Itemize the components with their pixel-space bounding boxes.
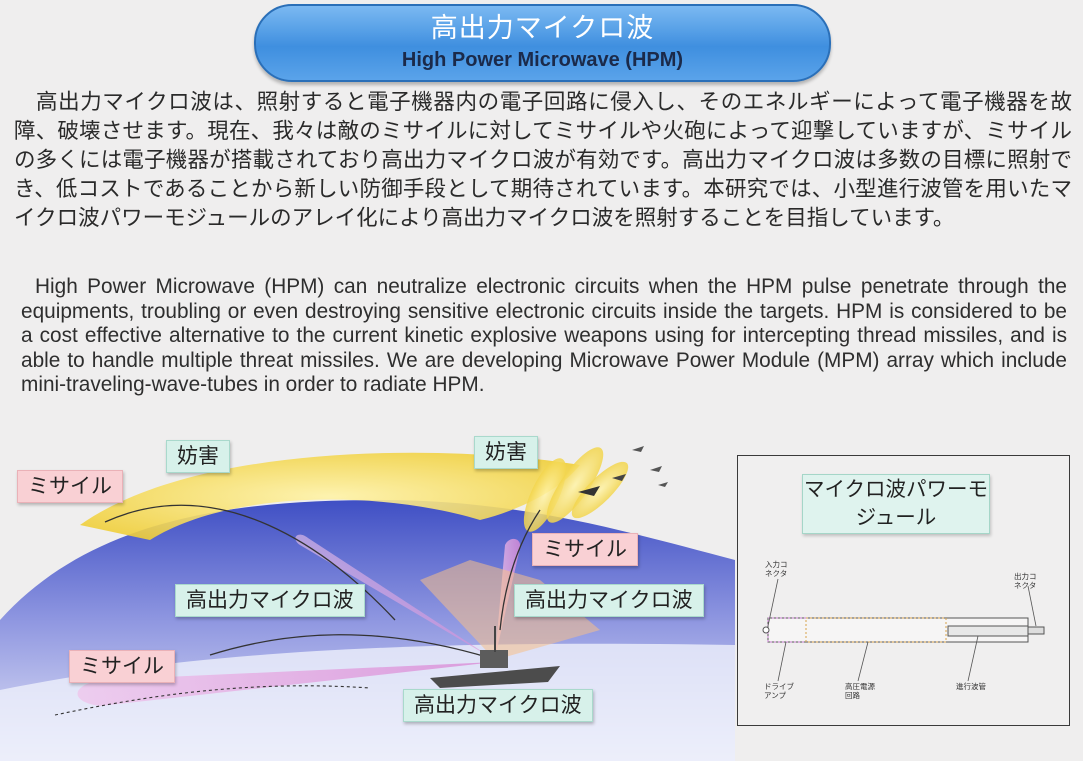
title-banner: 高出力マイクロ波 High Power Microwave (HPM) [254,4,831,82]
orange-beam-fan [420,560,600,660]
aircraft-5 [658,482,668,487]
twt-block [947,625,1029,637]
label-missile-1: ミサイル [17,470,123,503]
leader-twt [967,635,979,682]
label-hpm-2: 高出力マイクロ波 [514,584,704,617]
leader-hv [857,641,869,682]
aircraft-2 [612,474,626,481]
yellow-beam-2 [546,447,604,523]
label-hpm-3: 高出力マイクロ波 [403,689,593,722]
paragraph-en: High Power Microwave (HPM) can neutraliz… [21,275,1067,396]
missile-trajectory-2 [499,509,541,631]
label-twt: 進行波管 [956,682,986,691]
leader-drive [777,641,787,682]
output-port [1027,626,1045,635]
label-jamming-1: 妨害 [166,440,230,473]
label-drive-amp: ドライブアンプ [764,682,794,700]
leader-output [1027,585,1037,627]
yellow-beam-arc [80,452,580,540]
pink-beam-lower [77,662,495,706]
ship-superstructure [480,650,508,668]
yellow-beam-1 [523,458,567,532]
missile-trajectory-3 [209,634,491,659]
label-hv-power: 高圧電源回路 [845,682,875,700]
hpm-defense-illustration: ミサイル 妨害 妨害 ミサイル 高出力マイクロ波 高出力マイクロ波 ミサイル 高… [0,430,735,761]
label-jamming-2: 妨害 [474,436,538,469]
page-title-en: High Power Microwave (HPM) [401,49,684,71]
mpm-schematic [762,578,1045,682]
missile-trajectory-1 [104,504,396,621]
mpm-diagram-title: マイクロ波パワーモジュール [802,474,990,534]
hv-block [805,617,947,643]
missile-trajectory-4 [54,685,371,716]
ship-hull [430,666,560,688]
page-title-jp: 高出力マイクロ波 [430,13,655,44]
label-hpm-1: 高出力マイクロ波 [175,584,365,617]
yellow-beam-3 [571,461,629,519]
label-missile-3: ミサイル [69,650,175,683]
pink-beam-mid [295,534,495,660]
aircraft-3 [632,446,644,452]
label-input-connector: 入力コネクタ [765,560,788,578]
label-output-connector: 出力コネクタ [1014,572,1037,590]
mpm-diagram: マイクロ波パワーモジュール 入力コネクタ 出力コネクタ ドライブアンプ 高圧電源… [737,455,1070,726]
label-missile-2: ミサイル [532,533,638,566]
leader-input [767,578,779,627]
input-port [762,626,770,634]
aircraft-4 [650,466,662,472]
aircraft-1 [578,486,600,496]
paragraph-jp: 高出力マイクロ波は、照射すると電子機器内の電子回路に侵入し、そのエネルギーによっ… [14,90,1072,231]
